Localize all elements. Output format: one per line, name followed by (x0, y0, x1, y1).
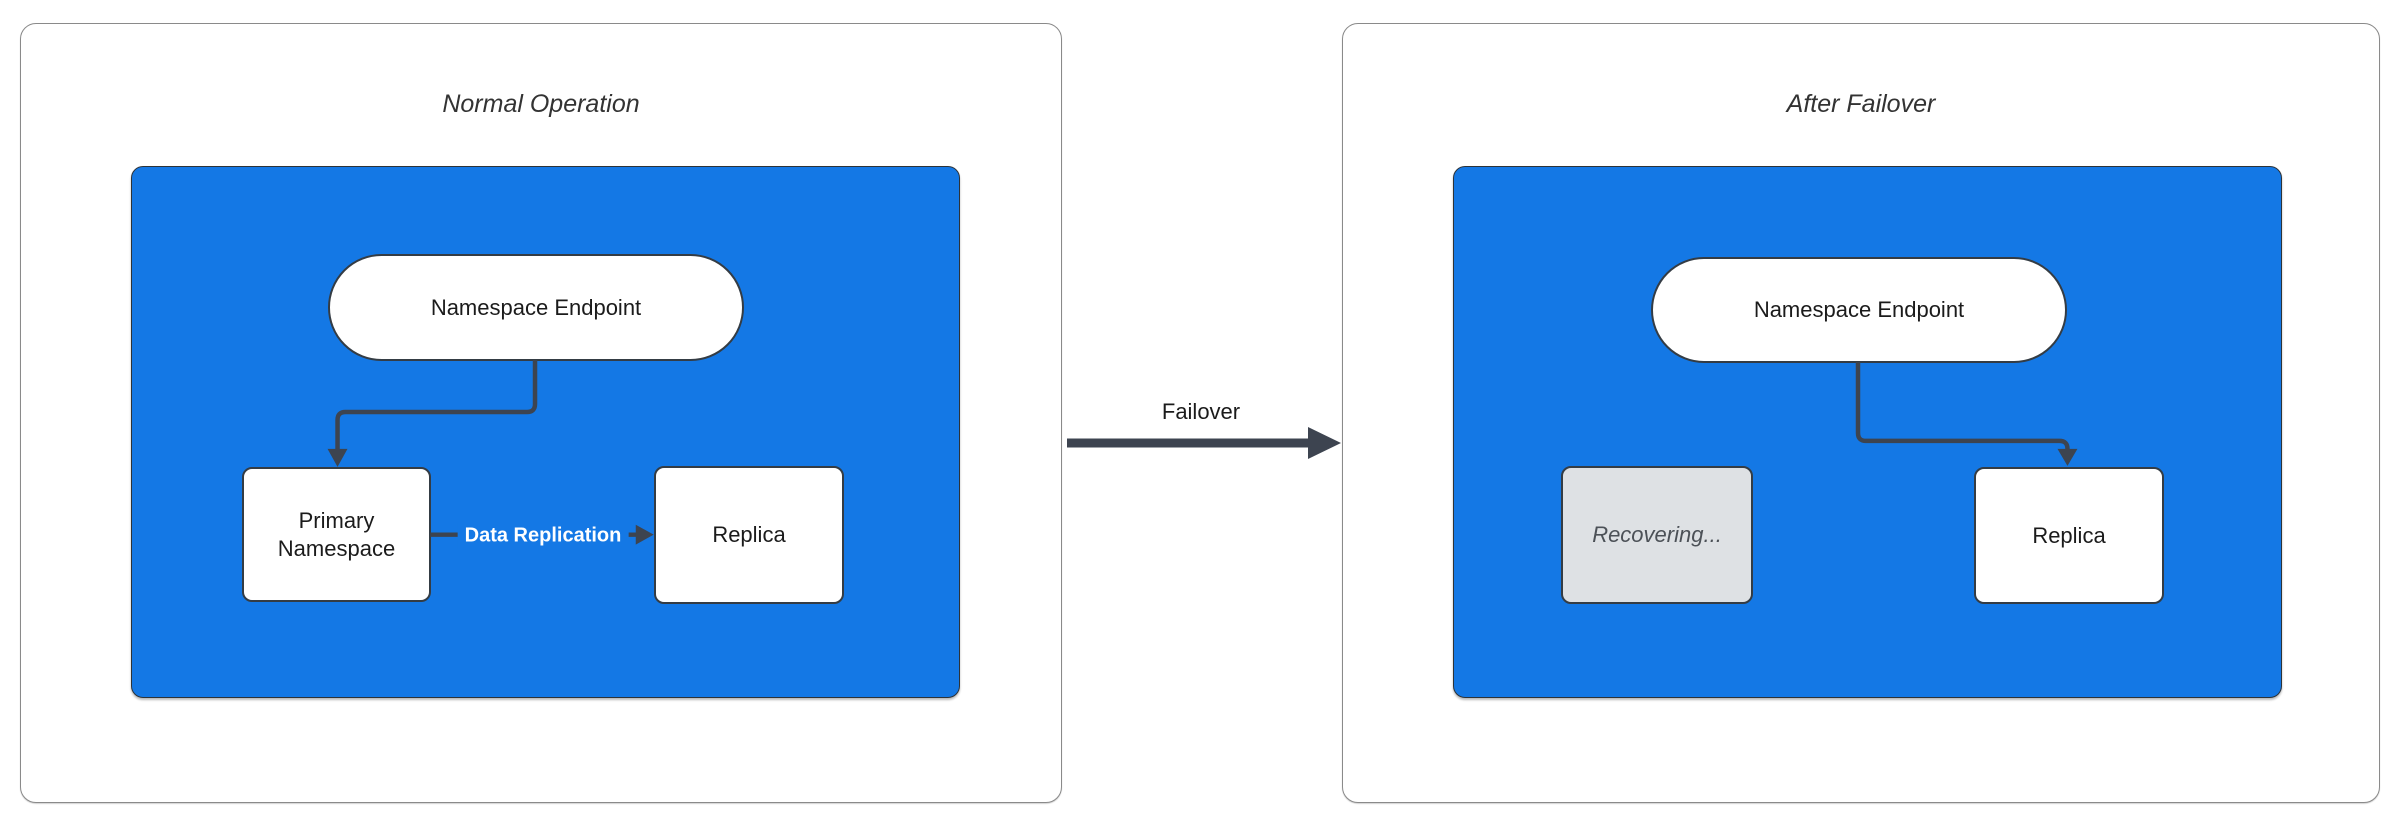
node-label: Primary Namespace (277, 508, 396, 561)
node-replica-left: Replica (654, 466, 844, 604)
node-label: Namespace Endpoint (1753, 297, 1965, 323)
node-label: Namespace Endpoint (430, 294, 642, 320)
edge-label-data-replication: Data Replication (457, 522, 629, 550)
node-primary-namespace: Primary Namespace (242, 467, 431, 602)
panel-after-failover: After Failover Namespace Endpoint Recove… (1342, 23, 2380, 803)
node-label: Recovering... (1592, 522, 1722, 548)
panel-normal-operation: Normal Operation Namespace Endpoint Prim… (20, 23, 1062, 803)
node-recovering: Recovering... (1561, 466, 1753, 604)
panel-title-normal-operation: Normal Operation (442, 90, 640, 118)
failover-label: Failover (1161, 399, 1241, 424)
namespace-container-right (1453, 166, 2282, 698)
node-namespace-endpoint-left: Namespace Endpoint (328, 254, 744, 361)
node-label: Replica (2032, 522, 2106, 548)
namespace-container-left (131, 166, 960, 698)
node-label: Replica (712, 522, 786, 548)
node-namespace-endpoint-right: Namespace Endpoint (1651, 257, 2067, 363)
node-replica-right: Replica (1974, 467, 2164, 604)
panel-title-after-failover: After Failover (1786, 90, 1936, 118)
